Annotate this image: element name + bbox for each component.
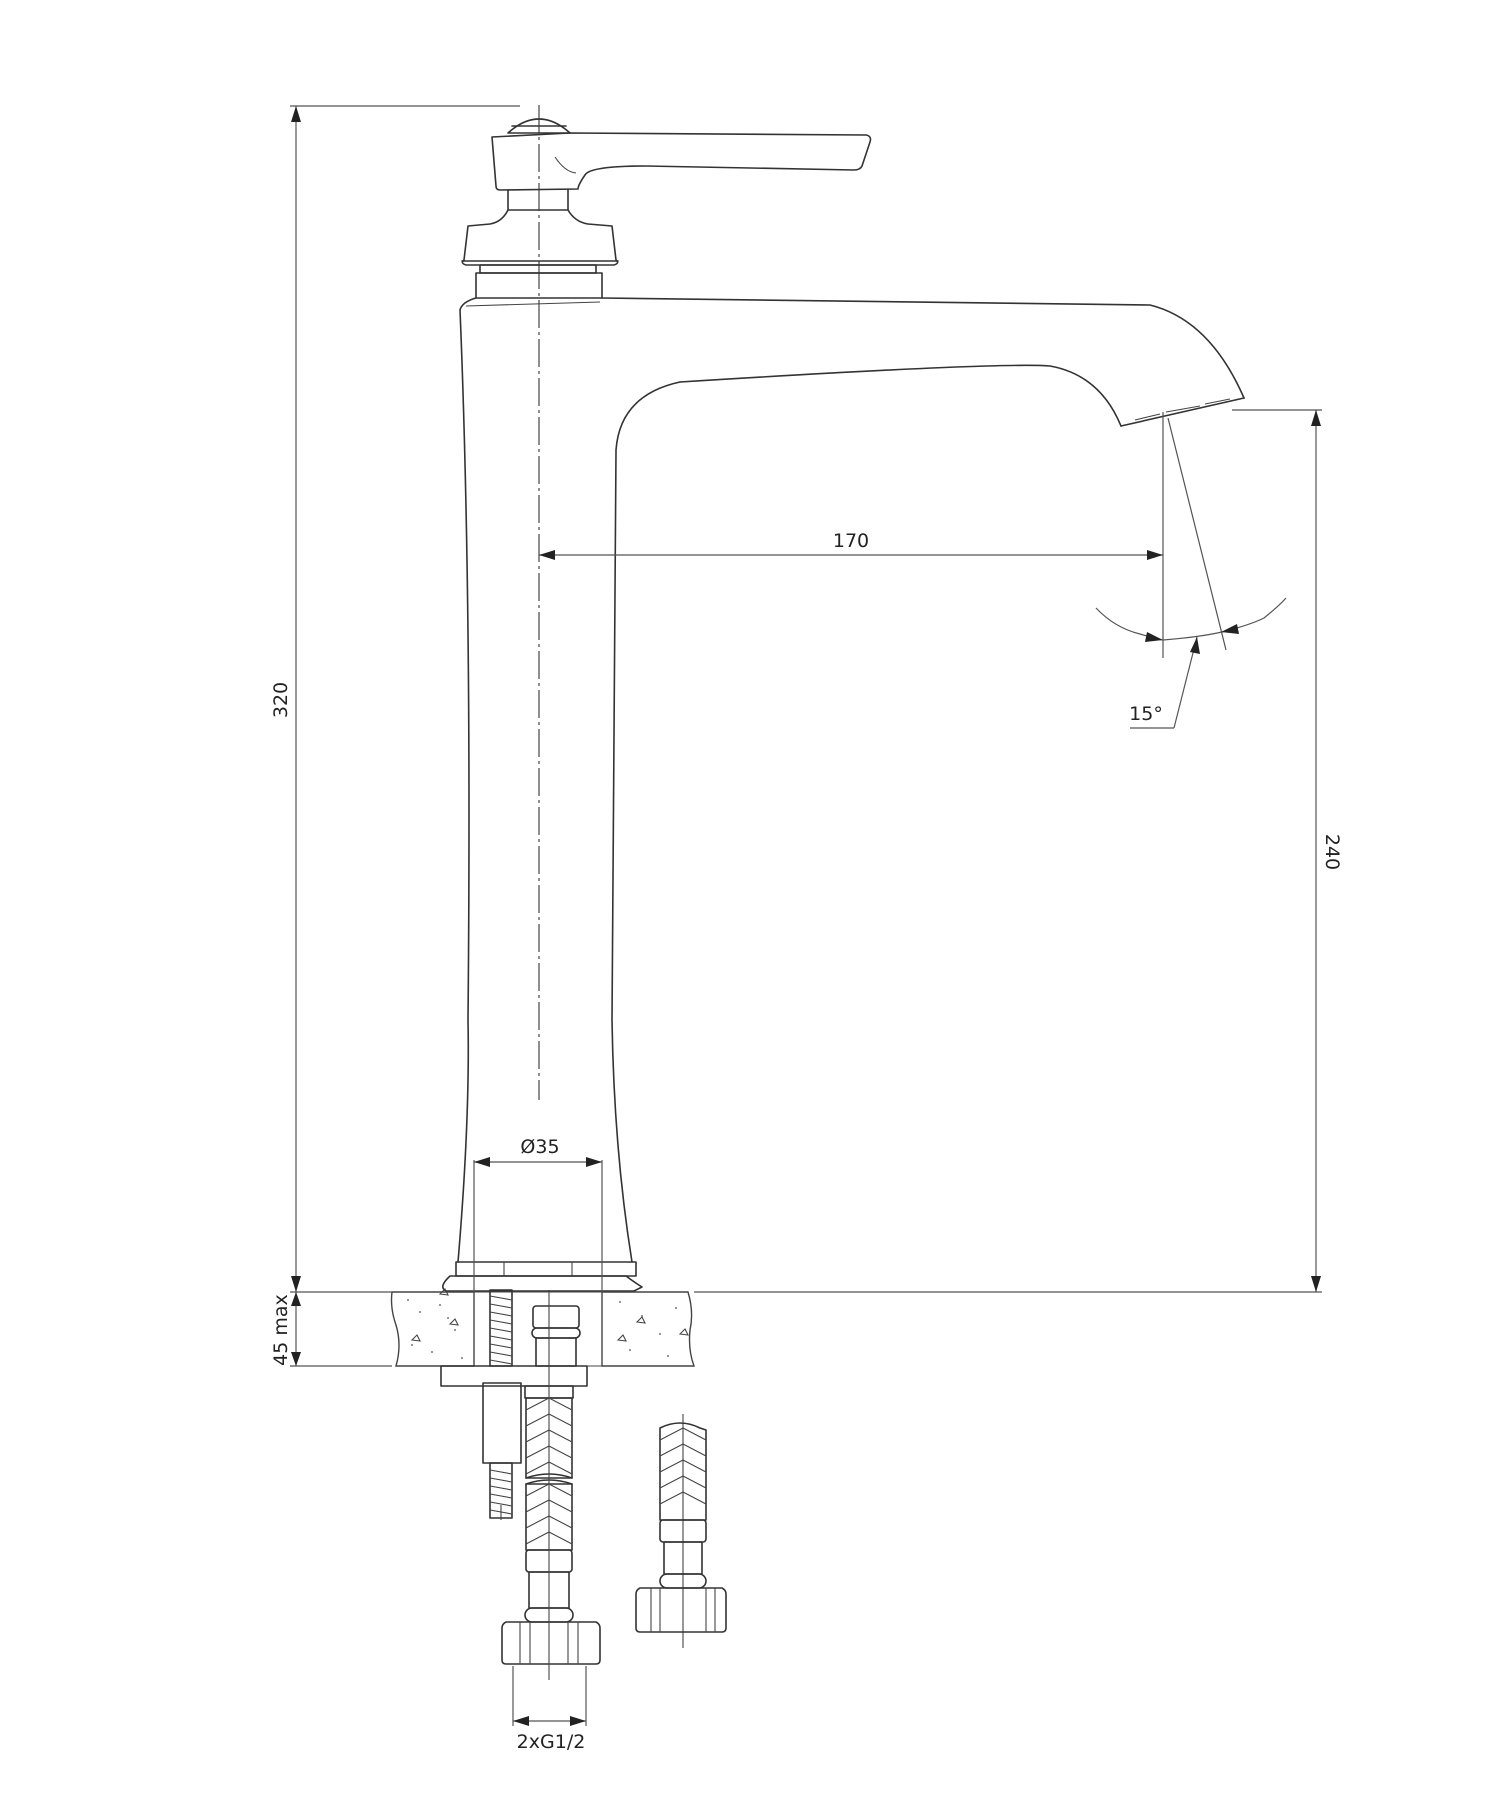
cartridge-cap [461, 209, 619, 299]
base-diameter-label: Ø35 [520, 1136, 559, 1158]
total-height-label: 320 [270, 682, 292, 718]
spout-reach-label: 170 [833, 530, 869, 552]
concrete-texture [407, 1288, 689, 1359]
mounting-stud [482, 1289, 522, 1520]
countertop-thickness-label: 45 max [270, 1294, 292, 1366]
base-flange [442, 1261, 643, 1292]
spout [601, 297, 1245, 427]
flexible-hose-left [501, 1290, 601, 1680]
dimension-spout-angle: 15° [1095, 417, 1287, 729]
dimension-countertop-thickness: 45 max [270, 1291, 392, 1367]
dimension-total-height: 320 [270, 105, 520, 1292]
spout-angle-label: 15° [1129, 703, 1163, 725]
mounting-plate [440, 1365, 588, 1387]
flexible-hose-right [635, 1414, 727, 1648]
dimension-spout-height: 240 [694, 409, 1343, 1293]
dimension-spout-reach: 170 [539, 412, 1164, 658]
dimension-base-diameter: Ø35 [473, 1136, 603, 1292]
dimension-connection-thread: 2xG1/2 [512, 1666, 587, 1753]
spout-height-label: 240 [1321, 834, 1343, 870]
body [457, 297, 681, 1263]
connection-thread-label: 2xG1/2 [517, 1731, 586, 1753]
handle-lever [491, 118, 872, 211]
